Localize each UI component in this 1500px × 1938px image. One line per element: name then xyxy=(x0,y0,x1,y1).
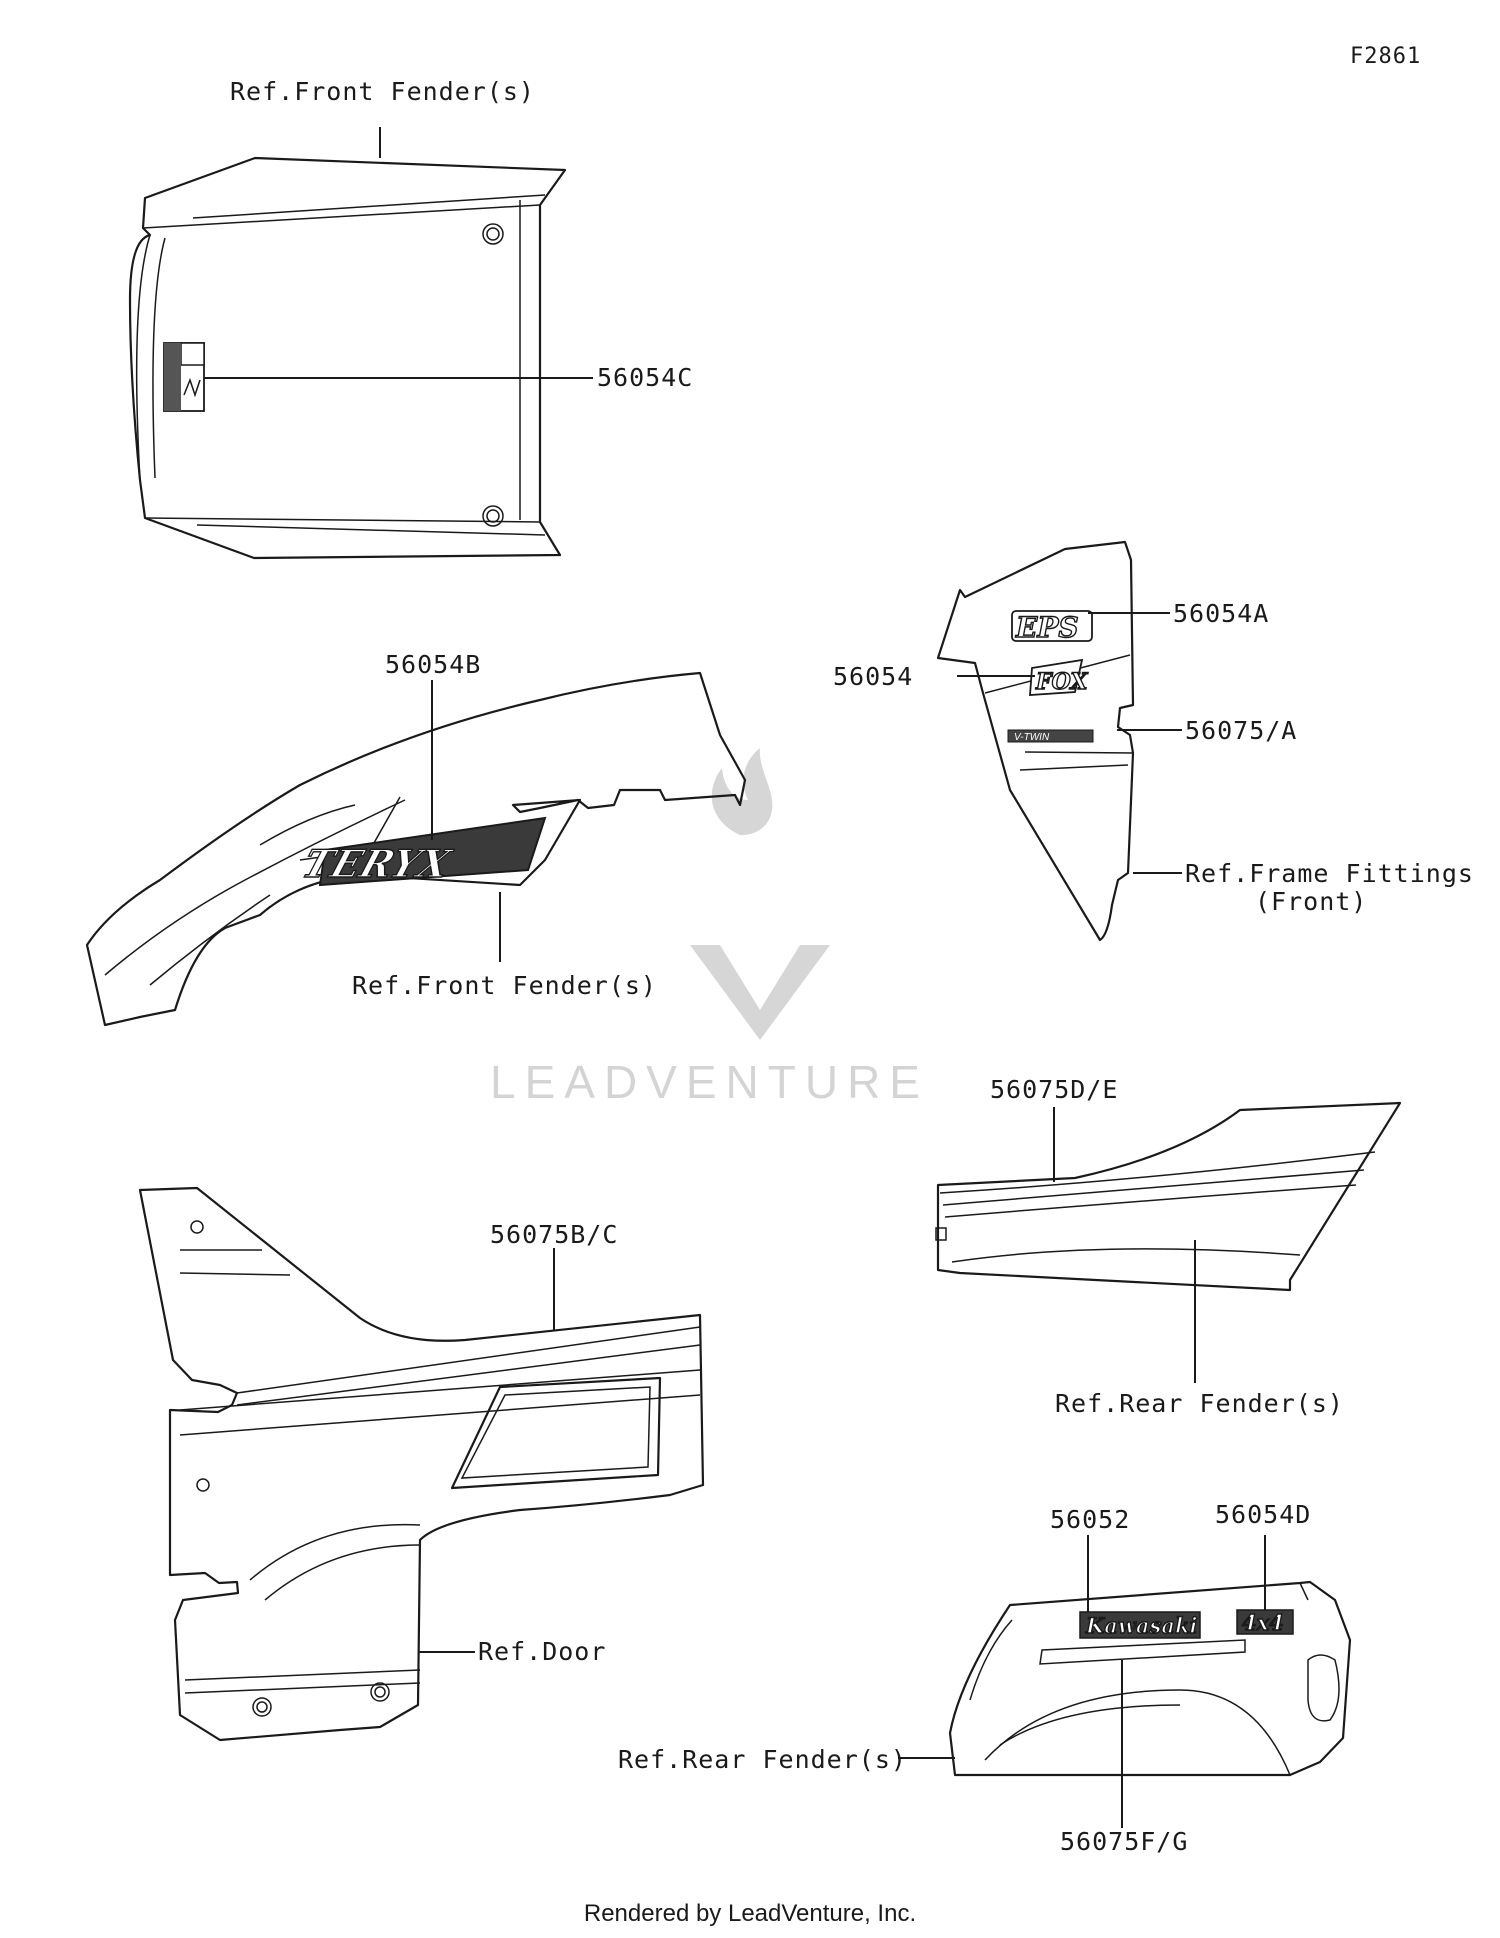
label-56054D: 56054D xyxy=(1215,1500,1311,1529)
front-fender-top-outline xyxy=(128,156,567,560)
label-56054A: 56054A xyxy=(1173,599,1269,628)
v-twin-decal-text: V-TWIN xyxy=(1014,732,1050,743)
kawasaki-decal-text: Kawasaki xyxy=(1085,1613,1198,1638)
label-56075FG: 56075F/G xyxy=(1060,1827,1188,1856)
label-56054B: 56054B xyxy=(385,650,481,679)
label-ref-front-fender-top: Ref.Front Fender(s) xyxy=(230,77,535,106)
label-ref-rear-fender-left: Ref.Rear Fender(s) xyxy=(618,1745,907,1774)
label-56075DE: 56075D/E xyxy=(990,1075,1118,1104)
label-56075BC: 56075B/C xyxy=(490,1220,618,1249)
fox-decal-text: FOX xyxy=(1035,669,1088,695)
watermark-flame-icon xyxy=(711,748,773,836)
label-56054: 56054 xyxy=(833,662,913,691)
eps-decal-text: EPS xyxy=(1015,611,1079,644)
front-fender-side: TERYX 56054B Ref.Front Fender(s) xyxy=(85,650,747,1027)
teryx-decal: TERYX xyxy=(296,816,547,887)
label-56054C: 56054C xyxy=(597,363,693,392)
rear-fender-left: Kawasaki 4x4 56052 56054D Ref.Rear Fende… xyxy=(618,1500,1352,1856)
diagram-id: F2861 xyxy=(1350,44,1422,69)
4x4-decal-text: 4x4 xyxy=(1242,1610,1284,1635)
front-fender-side-outline xyxy=(85,671,747,1027)
watermark: LEADVENTURE xyxy=(490,748,929,1108)
rear-fender-left-outline xyxy=(948,1580,1352,1777)
label-56052: 56052 xyxy=(1050,1505,1130,1534)
label-frame-fittings-front: (Front) xyxy=(1255,887,1367,916)
kawasaki-k-logo-decal xyxy=(163,342,205,412)
v-twin-decal: V-TWIN xyxy=(1007,729,1094,743)
front-fender-top: Ref.Front Fender(s) 56054C xyxy=(128,77,693,560)
4x4-decal: 4x4 xyxy=(1236,1609,1294,1636)
label-ref-rear-fender-right: Ref.Rear Fender(s) xyxy=(1055,1389,1344,1418)
frame-fittings-outline xyxy=(936,540,1135,942)
rear-fender-right-outline xyxy=(936,1101,1402,1292)
teryx-decal-text: TERYX xyxy=(297,842,458,887)
fox-decal: FOX xyxy=(1029,658,1089,696)
watermark-text: LEADVENTURE xyxy=(490,1056,929,1108)
label-ref-door: Ref.Door xyxy=(478,1637,606,1666)
watermark-v-icon xyxy=(690,945,830,1040)
door-panel-outline xyxy=(138,1186,705,1742)
eps-decal: EPS xyxy=(1011,610,1093,645)
label-ref-front-fender-mid: Ref.Front Fender(s) xyxy=(352,971,657,1000)
kawasaki-decal: Kawasaki xyxy=(1079,1611,1201,1639)
door-panel: 56075B/C Ref.Door xyxy=(138,1186,705,1742)
label-56075A: 56075/A xyxy=(1185,716,1297,745)
label-ref-frame-fittings: Ref.Frame Fittings xyxy=(1185,859,1474,888)
footer-credit: Rendered by LeadVenture, Inc. xyxy=(583,1900,917,1927)
rear-fender-right: 56075D/E Ref.Rear Fender(s) xyxy=(935,1075,1402,1418)
frame-fittings-front: EPS FOX V-TWIN 56054A 56054 56075/A Ref.… xyxy=(833,540,1474,942)
